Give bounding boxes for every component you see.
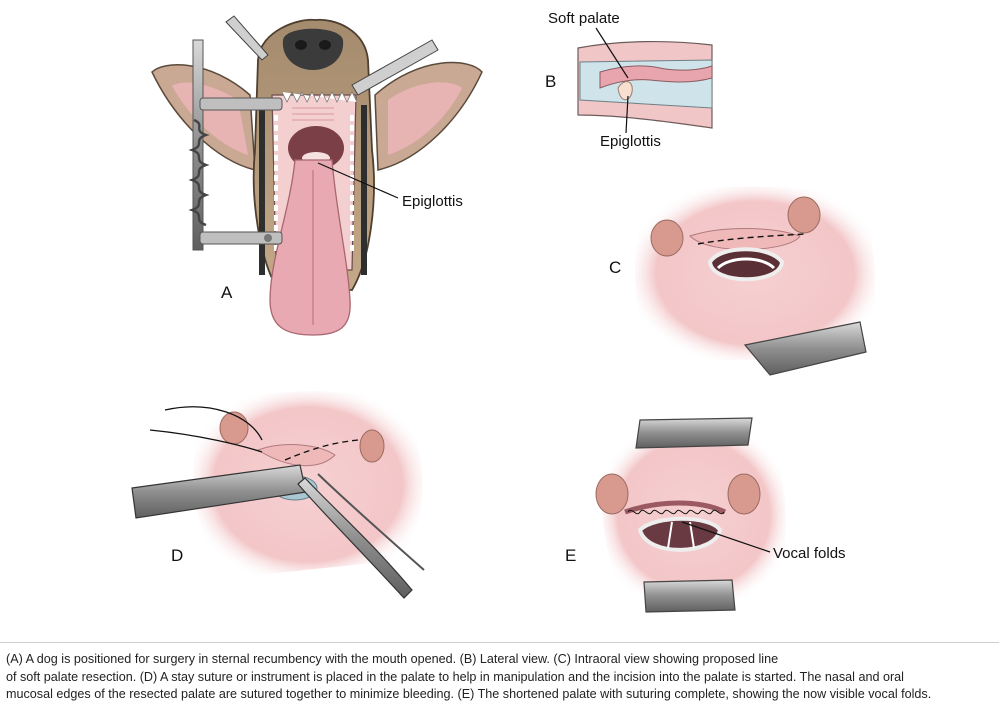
tonsil-left-c — [650, 219, 684, 257]
sutured-palate — [624, 500, 727, 515]
upper-jaw-tape — [225, 15, 269, 61]
panel-letter-c: C — [609, 258, 621, 277]
panel-b: Soft palate Epiglottis B — [545, 10, 713, 150]
caption-divider — [0, 642, 999, 643]
larynx-opening-c — [707, 247, 785, 282]
callout-vocal-folds: Vocal folds — [773, 545, 846, 562]
retractor-bottom-e — [643, 579, 736, 613]
panel-e: Vocal folds E — [565, 417, 846, 613]
upper-teeth — [281, 91, 358, 103]
tonsil-right-e — [727, 473, 761, 515]
resection-line — [697, 233, 806, 245]
tongue-depressor-c — [743, 321, 867, 376]
caption-line-1: (A) A dog is positioned for surgery in s… — [6, 652, 779, 666]
panel-letter-e: E — [565, 546, 576, 565]
lower-jaw-tape — [351, 39, 439, 96]
dog-nose — [282, 28, 344, 70]
tonsil-right-d — [359, 429, 385, 463]
panel-letter-d: D — [171, 546, 183, 565]
figure-caption: (A) A dog is positioned for surgery in s… — [6, 651, 994, 704]
tonsil-right-c — [787, 196, 821, 234]
larynx-opening-e — [637, 516, 723, 552]
retractor-top-e — [635, 417, 753, 449]
soft-palate-c — [689, 228, 801, 250]
panel-d: D — [131, 391, 425, 599]
panel-a: Epiglottis A — [151, 15, 483, 336]
panel-c: C — [609, 186, 875, 376]
mouth-gag — [188, 39, 283, 251]
callout-epiglottis-a: Epiglottis — [402, 193, 463, 210]
surgical-illustration: Epiglottis A Soft palate Epiglottis B C — [131, 10, 875, 613]
caption-line-2: of soft palate resection. (D) A stay sut… — [6, 669, 904, 684]
tongue — [269, 159, 351, 336]
panel-letter-a: A — [221, 283, 233, 302]
panel-letter-b: B — [545, 72, 556, 91]
scissors-d — [297, 477, 413, 599]
callout-epiglottis-b: Epiglottis — [600, 133, 661, 150]
tonsil-left-e — [595, 473, 629, 515]
callout-soft-palate: Soft palate — [548, 10, 620, 27]
oral-cavity-e — [601, 425, 786, 605]
caption-line-3: mucosal edges of the resected palate are… — [6, 687, 932, 702]
tonsil-left-d — [219, 411, 249, 445]
throat — [288, 126, 344, 170]
